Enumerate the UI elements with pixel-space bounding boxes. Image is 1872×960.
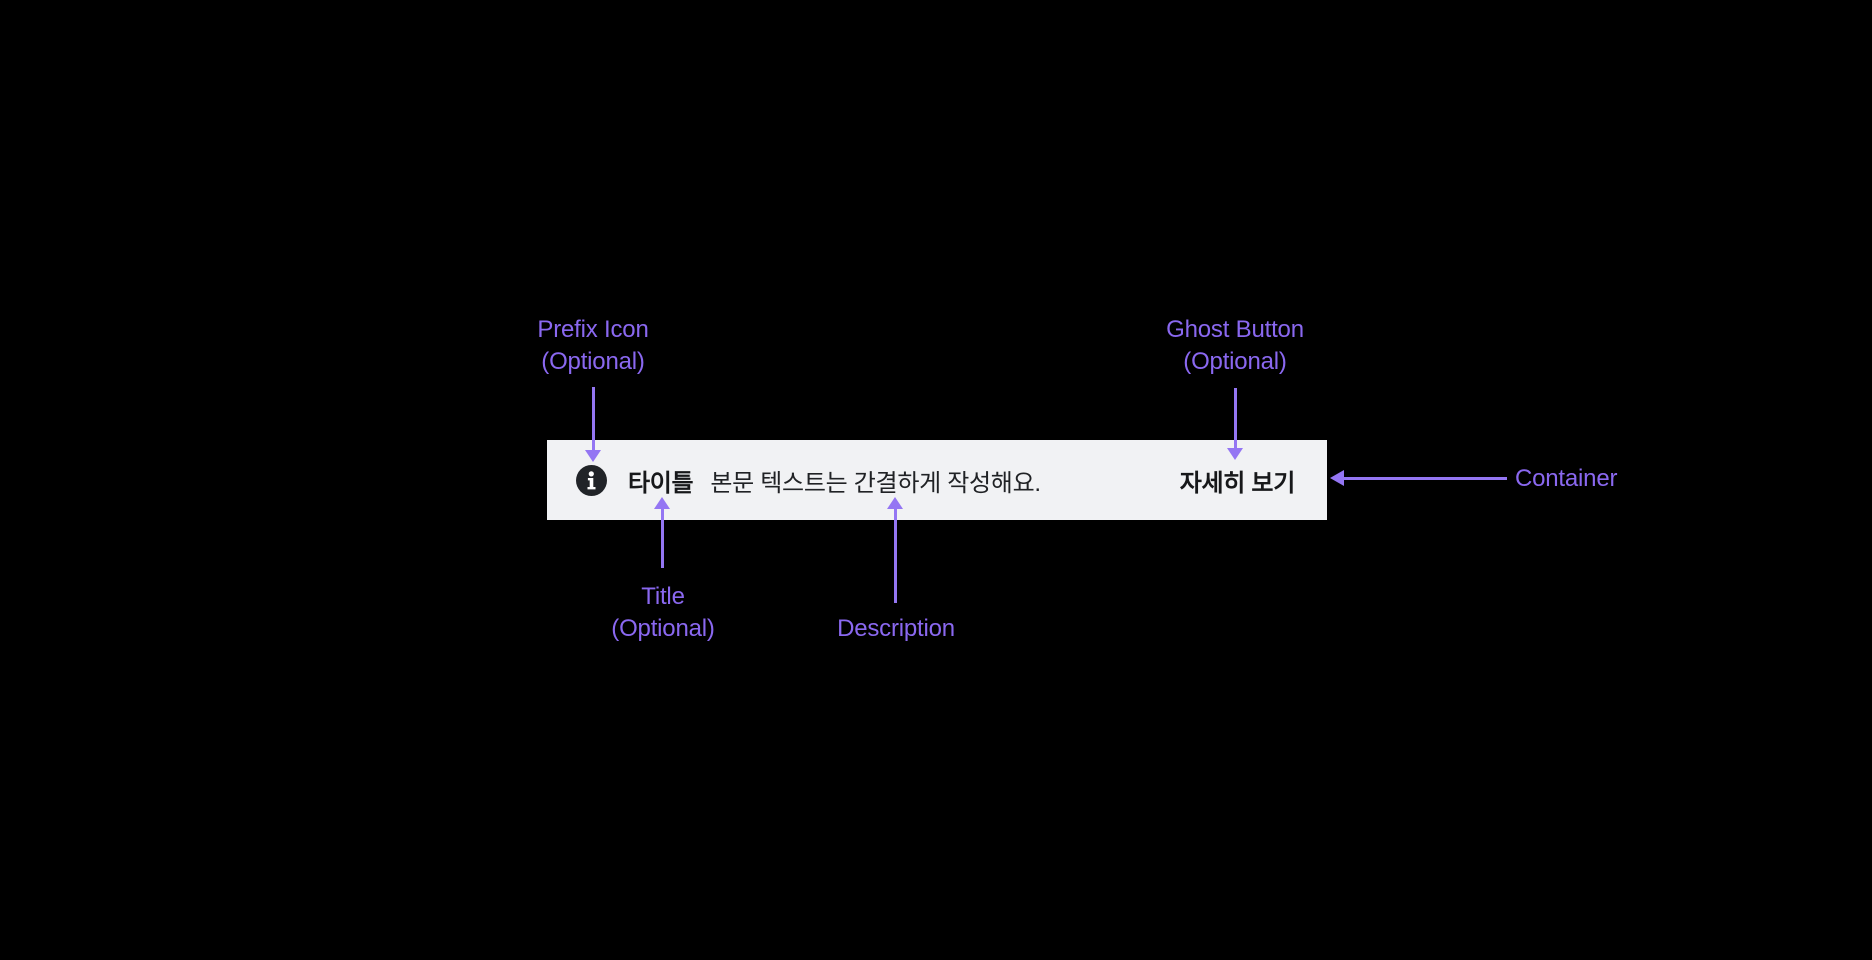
- ghost-button-arrowhead-icon: [1227, 448, 1243, 460]
- banner-container: 타이틀 본문 텍스트는 간결하게 작성해요. 자세히 보기: [547, 440, 1327, 520]
- prefix-icon-arrowhead-icon: [585, 450, 601, 462]
- description-arrowhead-icon: [887, 497, 903, 509]
- container-arrow-line: [1342, 477, 1507, 480]
- prefix-icon-arrow-line: [592, 387, 595, 451]
- banner-title: 타이틀: [628, 469, 694, 497]
- ghost-button-arrow-line: [1234, 388, 1237, 449]
- banner-description: 본문 텍스트는 간결하게 작성해요.: [710, 469, 1041, 497]
- annotation-container-label: Container: [1515, 465, 1618, 492]
- ghost-button[interactable]: 자세히 보기: [1180, 463, 1296, 498]
- annotation-title-label: Title (Optional): [611, 583, 715, 642]
- annotation-ghost-button-label: Ghost Button (Optional): [1166, 316, 1304, 375]
- title-arrow-line: [661, 508, 664, 568]
- title-arrowhead-icon: [654, 497, 670, 509]
- annotation-description-label: Description: [837, 615, 955, 642]
- description-arrow-line: [894, 508, 897, 603]
- annotation-prefix-icon-label: Prefix Icon (Optional): [537, 316, 649, 375]
- info-icon: [576, 464, 607, 496]
- container-arrowhead-icon: [1330, 470, 1344, 486]
